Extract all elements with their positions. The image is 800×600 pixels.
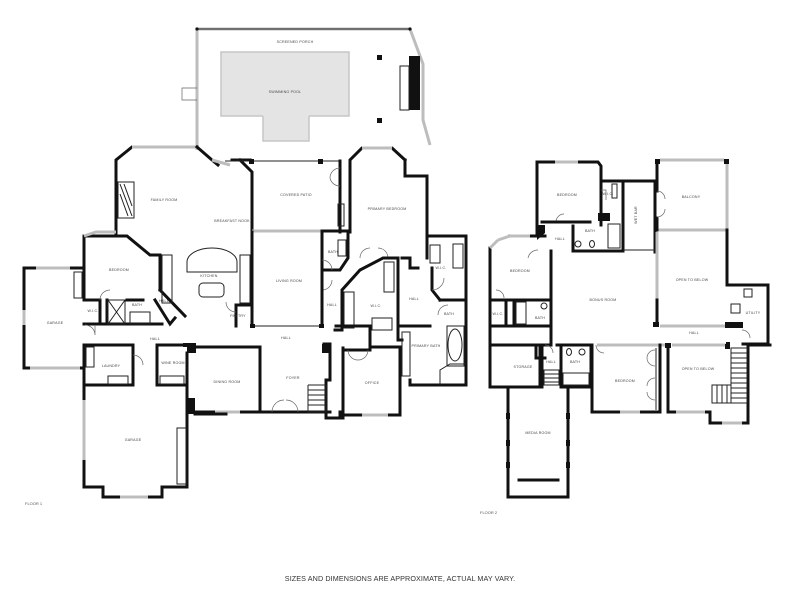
room-label-screened-porch: SCREENED PORCH <box>276 40 314 44</box>
room-label-bath-right: BATH <box>443 312 455 316</box>
room-label-utility: UTILITY <box>745 311 761 315</box>
room-label-wic-left: W.I.C. <box>87 309 99 313</box>
room-label-bath-left-f2: BATH <box>534 316 546 320</box>
primary-suite-walls <box>398 234 468 387</box>
room-label-primary-bedroom: PRIMARY BEDROOM <box>367 207 407 211</box>
floor-2-label: FLOOR 2 <box>480 510 498 515</box>
room-label-laundry: LAUNDRY <box>101 364 121 368</box>
room-label-garage-main: GARAGE <box>124 438 142 442</box>
room-label-hall-right: HALL <box>409 297 419 301</box>
room-label-covered-patio: COVERED PATIO <box>280 193 312 197</box>
room-label-hall-center: HALL <box>327 303 337 307</box>
room-label-bedroom-mid: BEDROOM <box>615 379 635 383</box>
room-label-pantry: PANTRY <box>230 314 246 318</box>
room-label-dining-room: DINING ROOM <box>213 380 241 384</box>
balcony-and-opening <box>653 158 743 328</box>
room-label-bedroom-top: BEDROOM <box>557 193 577 197</box>
family-room-walls <box>114 144 254 238</box>
room-label-kitchen: KITCHEN <box>200 274 218 278</box>
room-label-bonus-room: BONUS ROOM <box>589 298 617 302</box>
left-garage-walls <box>22 266 86 370</box>
room-label-storage: STORAGE <box>513 365 533 369</box>
room-label-bath-mid: BATH <box>569 360 581 364</box>
room-label-primary-bath: PRIMARY BATH <box>411 344 441 348</box>
room-label-wic-top: W.I.C. <box>602 192 614 196</box>
wet-bar-walls <box>621 179 657 254</box>
primary-bedroom-walls <box>348 146 429 260</box>
storage-bath-hall <box>488 343 593 389</box>
kitchen-fixtures <box>161 230 254 328</box>
room-label-bath-center: BATH <box>327 250 339 254</box>
screened-porch <box>181 27 432 150</box>
room-label-office: OFFICE <box>364 381 380 385</box>
room-label-hall-main: HALL <box>281 336 291 340</box>
room-label-bath-top: BATH <box>584 229 596 233</box>
room-label-hall-right-f2: HALL <box>689 331 699 335</box>
swimming-pool-shape <box>220 51 350 117</box>
room-label-hall-top: HALL <box>555 237 565 241</box>
open-below-stairs <box>666 343 750 425</box>
room-label-garage-left: GARAGE <box>46 321 64 325</box>
room-label-wet-bar: WET BAR <box>634 206 638 224</box>
room-label-hall-left: HALL <box>159 299 169 303</box>
room-label-foyer: FOYER <box>286 376 300 380</box>
foyer-office-walls <box>271 324 402 420</box>
room-label-balcony: BALCONY <box>681 195 701 199</box>
covered-patio <box>225 159 345 234</box>
mid-bedroom-f2 <box>590 343 662 414</box>
room-label-open-to-below-bottom: OPEN TO BELOW <box>681 367 715 371</box>
room-label-living-room: LIVING ROOM <box>275 279 303 283</box>
room-label-wic-left-f2: W.I.C. <box>492 312 504 316</box>
floor-2-plan <box>488 158 772 499</box>
hall-laundry-wine <box>82 324 280 418</box>
main-garage-walls <box>82 383 228 499</box>
floor-1-plan <box>22 27 468 499</box>
room-label-family-room: FAMILY ROOM <box>150 198 178 202</box>
center-wic <box>333 256 404 342</box>
room-label-bedroom-left: BEDROOM <box>510 269 530 273</box>
room-label-bath-left: BATH <box>131 303 143 307</box>
top-wic-bath <box>571 179 625 253</box>
center-bath-hall <box>320 229 352 292</box>
room-label-breakfast-nook: BREAKFAST NOOK <box>214 219 250 223</box>
left-bedroom-wing <box>82 230 188 327</box>
room-label-bedroom: BEDROOM <box>109 268 129 272</box>
room-label-media-room: MEDIA ROOM <box>525 431 551 435</box>
room-label-wic-right: W.I.C. <box>435 266 447 270</box>
room-label-wine-room: WINE ROOM <box>161 361 185 365</box>
bonus-room-walls <box>488 325 772 414</box>
room-label-wic-center: W.I.C. <box>370 304 382 308</box>
room-label-swimming-pool: SWIMMING POOL <box>268 90 302 94</box>
disclaimer-text: SIZES AND DIMENSIONS ARE APPROXIMATE, AC… <box>284 574 516 583</box>
media-room-walls <box>506 385 570 499</box>
room-label-hall-lower: HALL <box>150 337 160 341</box>
room-label-hall-small: HALL <box>546 360 556 364</box>
room-label-open-to-below-top: OPEN TO BELOW <box>675 278 709 282</box>
floor-1-label: FLOOR 1 <box>25 501 43 506</box>
